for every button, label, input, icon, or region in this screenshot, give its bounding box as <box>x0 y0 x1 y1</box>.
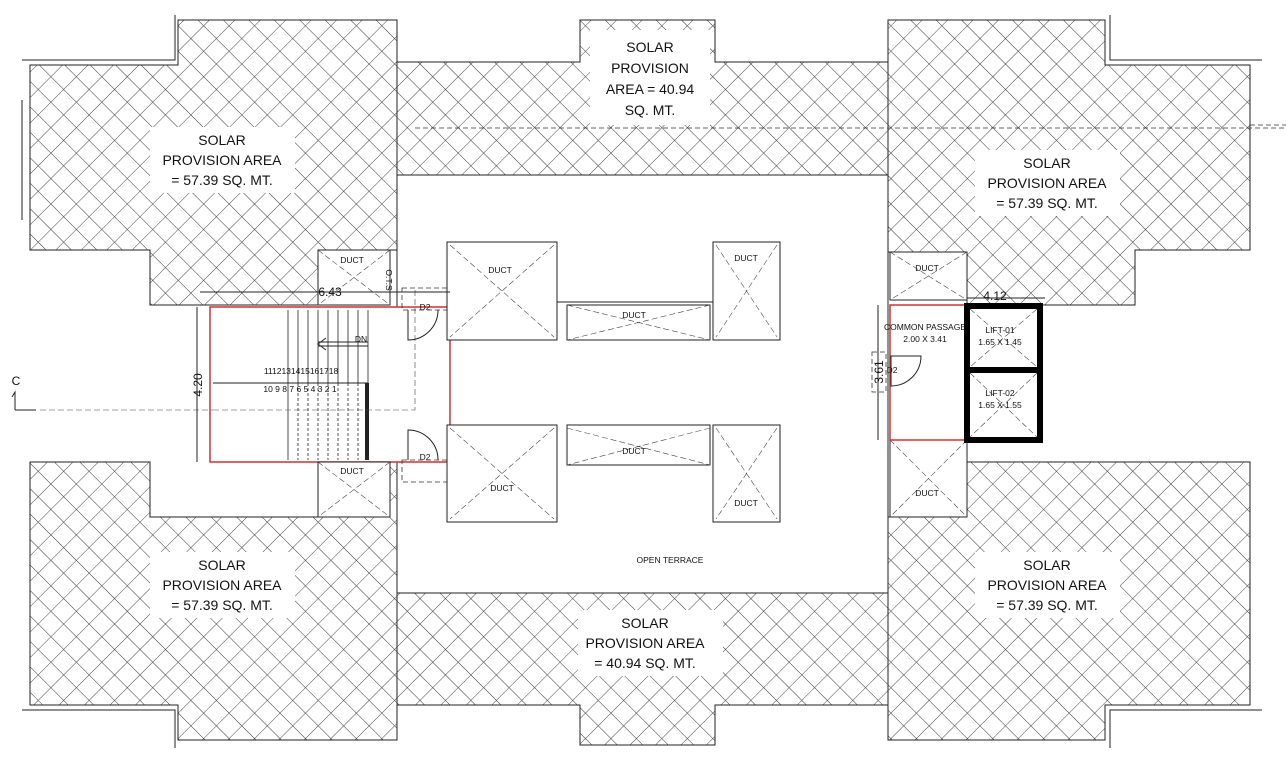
svg-text:DUCT: DUCT <box>734 253 758 263</box>
duct-right-top: DUCT <box>889 251 968 301</box>
svg-text:PROVISION AREA: PROVISION AREA <box>987 175 1107 191</box>
svg-text:DUCT: DUCT <box>622 446 646 456</box>
dn-label: DN <box>355 334 367 344</box>
duct-left-top: DUCT O.T.S <box>317 249 394 306</box>
svg-text:= 57.39 SQ. MT.: = 57.39 SQ. MT. <box>171 172 273 188</box>
svg-text:DUCT: DUCT <box>340 255 364 265</box>
section-marker: C <box>11 374 213 411</box>
svg-text:= 57.39 SQ. MT.: = 57.39 SQ. MT. <box>996 195 1098 211</box>
svg-text:O.T.S: O.T.S <box>384 269 394 291</box>
lift-shafts: LIFT-01 1.65 X 1.45 LIFT-02 1.65 X 1.55 <box>964 303 1043 443</box>
svg-text:DUCT: DUCT <box>915 263 939 273</box>
svg-text:DUCT: DUCT <box>340 466 364 476</box>
svg-text:D2: D2 <box>887 365 898 375</box>
solar-label-bottom-center: SOLAR PROVISION AREA = 40.94 SQ. MT. <box>578 610 723 676</box>
svg-text:C: C <box>12 374 21 388</box>
svg-text:DUCT: DUCT <box>488 265 512 275</box>
stair-dimensions: 6.43 4.20 <box>191 285 450 462</box>
stair-width-label: 6.43 <box>318 285 342 299</box>
svg-text:PROVISION AREA: PROVISION AREA <box>162 577 282 593</box>
lift-dimensions: 4.12 3.61 <box>871 289 1045 440</box>
solar-label-top-left: SOLAR PROVISION AREA = 57.39 SQ. MT. <box>150 127 295 193</box>
svg-text:4.12: 4.12 <box>983 289 1007 303</box>
svg-text:DUCT: DUCT <box>915 488 939 498</box>
lift-02-size: 1.65 X 1.55 <box>978 400 1022 410</box>
svg-text:SOLAR: SOLAR <box>1023 155 1070 171</box>
svg-text:= 57.39 SQ. MT.: = 57.39 SQ. MT. <box>996 597 1098 613</box>
central-duct-top: DUCT DUCT DUCT <box>446 241 781 341</box>
lift-02-label: LIFT-02 <box>985 388 1015 398</box>
svg-text:3.61: 3.61 <box>872 360 886 384</box>
svg-text:= 57.39 SQ. MT.: = 57.39 SQ. MT. <box>171 597 273 613</box>
stair-number-row-top: 1112131415161718 <box>264 366 339 376</box>
stair-height-label: 4.20 <box>191 373 205 397</box>
svg-text:2.00 X 3.41: 2.00 X 3.41 <box>903 334 947 344</box>
stair-number-row-bottom: 10 9 8 7 6 5 4 3 2 1 <box>263 384 337 394</box>
svg-text:SOLAR: SOLAR <box>198 132 245 148</box>
duct-left-bottom: DUCT <box>317 461 391 518</box>
svg-text:DUCT: DUCT <box>490 483 514 493</box>
svg-text:DUCT: DUCT <box>734 498 758 508</box>
svg-text:DUCT: DUCT <box>622 310 646 320</box>
central-duct-bottom: DUCT DUCT DUCT <box>446 424 781 523</box>
svg-text:COMMON PASSAGE: COMMON PASSAGE <box>884 322 966 332</box>
svg-text:SQ. MT.: SQ. MT. <box>625 102 676 118</box>
open-terrace-label: OPEN TERRACE <box>637 555 704 565</box>
svg-text:SOLAR: SOLAR <box>198 557 245 573</box>
svg-text:PROVISION: PROVISION <box>611 60 689 76</box>
svg-text:SOLAR: SOLAR <box>626 39 673 55</box>
band-top-center <box>396 19 1286 176</box>
solar-label-top-center: SOLAR PROVISION AREA = 40.94 SQ. MT. <box>606 39 695 118</box>
open-terrace <box>396 174 889 594</box>
svg-text:= 40.94 SQ. MT.: = 40.94 SQ. MT. <box>594 655 696 671</box>
svg-text:PROVISION AREA: PROVISION AREA <box>987 577 1107 593</box>
lift-01-label: LIFT-01 <box>985 325 1015 335</box>
lift-01-size: 1.65 X 1.45 <box>978 337 1022 347</box>
door-label-stair-bottom: D2 <box>420 452 431 462</box>
svg-text:SOLAR: SOLAR <box>621 615 668 631</box>
solar-label-bottom-left: SOLAR PROVISION AREA = 57.39 SQ. MT. <box>150 552 295 618</box>
svg-text:PROVISION AREA: PROVISION AREA <box>162 152 282 168</box>
door-label-stair-top: D2 <box>420 302 431 312</box>
svg-text:PROVISION AREA: PROVISION AREA <box>585 635 705 651</box>
svg-text:SOLAR: SOLAR <box>1023 557 1070 573</box>
duct-right-bottom: DUCT <box>889 439 968 518</box>
solar-label-bottom-right: SOLAR PROVISION AREA = 57.39 SQ. MT. <box>975 552 1120 618</box>
stair-core: DN 1112131415161718 10 9 8 7 6 5 4 3 2 1… <box>209 287 451 483</box>
svg-text:AREA = 40.94: AREA = 40.94 <box>606 81 695 97</box>
solar-label-top-right: SOLAR PROVISION AREA = 57.39 SQ. MT. <box>975 150 1120 216</box>
